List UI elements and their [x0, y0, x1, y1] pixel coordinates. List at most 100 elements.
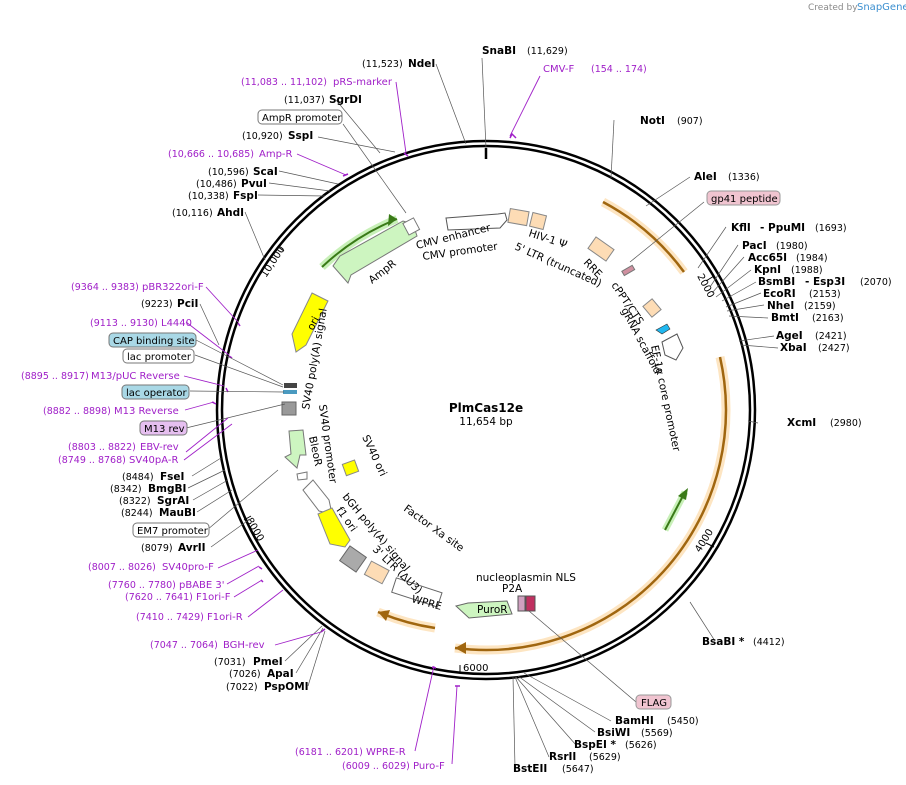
- feature-bgh: [338, 545, 368, 573]
- enzyme-bmti: BmtI: [771, 312, 799, 324]
- primer-l4440-pos: (9113 .. 9130): [90, 318, 158, 329]
- enzyme-bsteii-pos: (5647): [562, 764, 594, 775]
- enzyme-scai-pos: (10,596): [208, 167, 249, 178]
- feature-sv40-ori: [341, 459, 360, 477]
- enzyme-acc65i: Acc65I: [748, 252, 787, 264]
- enzyme-agei: AgeI: [776, 330, 803, 342]
- feature-label-puror: PuroR: [477, 604, 508, 616]
- primer-pbr322ori-f-pos: (9364 .. 9383): [71, 282, 139, 293]
- boxed-lac-operator: lac operator: [121, 384, 190, 400]
- enzyme-pmei: PmeI: [253, 656, 283, 668]
- enzyme-sgrdi: SgrDI: [329, 94, 362, 106]
- primer-m13puc-pos: (8895 .. 8917): [21, 371, 89, 382]
- enzyme-avrii-pos: (8079): [141, 543, 173, 554]
- feature-3ltr: [363, 560, 390, 585]
- enzyme-connectors: [187, 57, 779, 768]
- enzyme-nhei-pos: (2159): [804, 301, 836, 312]
- enzyme-fsei-pos: (8484): [122, 472, 154, 483]
- feature-label-sv40-ori: SV40 ori: [359, 433, 389, 478]
- primer-bgh-rev-pos: (7047 .. 7064): [150, 640, 218, 651]
- enzyme-kpni-pos: (1988): [791, 265, 823, 276]
- feature-label-p2a: P2A: [502, 583, 523, 595]
- primer-pbabe-pos: (7760 .. 7780): [108, 580, 176, 591]
- enzyme-bmgbi-pos: (8342): [110, 484, 142, 495]
- primer-prs-marker-pos: (11,083 .. 11,102): [241, 77, 327, 88]
- enzyme-alei: AleI: [694, 171, 717, 183]
- enzyme-sspi-pos: (10,920): [242, 131, 283, 142]
- boxed-m13rev-label: M13 rev: [144, 424, 185, 435]
- feature-label-factor-xa: Factor Xa site: [401, 503, 466, 555]
- enzyme-bmti-pos: (2163): [812, 313, 844, 324]
- feature-hiv-psi: [507, 207, 530, 227]
- boxed-cap-label: CAP binding site: [113, 336, 195, 347]
- enzyme-scai: ScaI: [253, 166, 278, 178]
- feature-rre: [587, 236, 615, 262]
- feature-f1-ori-outline: [302, 479, 333, 515]
- enzyme-fspi-pos: (10,338): [188, 191, 229, 202]
- enzyme-ppumi-pos: (1693): [815, 223, 847, 234]
- enzyme-sgrai: SgrAI: [157, 495, 189, 507]
- enzyme-paci: PacI: [742, 240, 767, 252]
- enzyme-bsiwi: BsiWI: [597, 727, 630, 739]
- enzyme-pvui: PvuI: [241, 178, 267, 190]
- green-orf-arrow: [661, 488, 689, 532]
- enzyme-pvui-pos: (10,486): [196, 179, 237, 190]
- enzyme-sspi: SspI: [288, 130, 313, 142]
- primer-f1ori-f-pos: (7620 .. 7641): [125, 592, 193, 603]
- primer-f1ori-r-pos: (7410 .. 7429): [136, 612, 204, 623]
- enzyme-apai-pos: (7026): [229, 669, 261, 680]
- enzyme-ecori: EcoRI: [763, 288, 796, 300]
- feature-bleor: [284, 429, 307, 469]
- boxed-m13rev: M13 rev: [139, 420, 188, 436]
- primer-cmv-f-pos: (154 .. 174): [591, 64, 647, 75]
- primer-sv40pa-r-pos: (8749 .. 8768): [58, 455, 126, 466]
- enzyme-xbai-pos: (2427): [818, 343, 850, 354]
- boxed-lac-promoter-label: lac promoter: [127, 352, 192, 363]
- enzyme-ecori-pos: (2153): [809, 289, 841, 300]
- primer-sv40pro-f: SV40pro-F: [162, 562, 214, 573]
- enzyme-paci-pos: (1980): [776, 241, 808, 252]
- feature-label-ori: ori: [305, 315, 322, 333]
- enzyme-fspi: FspI: [233, 190, 258, 202]
- feature-label-nls: nucleoplasmin NLS: [476, 572, 576, 584]
- boxed-gp41: gp41 peptide: [706, 190, 781, 206]
- enzyme-pspomi: PspOMI: [264, 681, 309, 693]
- plasmid-name: PlmCas12e: [449, 401, 523, 415]
- feature-grna-scaffold: [655, 323, 671, 335]
- boxed-ampr-promoter: AmpR promoter: [257, 109, 343, 125]
- enzyme-nhei: NheI: [767, 300, 794, 312]
- primer-bgh-rev: BGH-rev: [223, 640, 265, 651]
- enzyme-maubi: MauBI: [159, 507, 196, 519]
- plasmid-size: 11,654 bp: [459, 416, 513, 428]
- feature-nls: [525, 595, 536, 612]
- feature-cppt: [621, 264, 636, 277]
- tick-6000: 6000: [463, 663, 488, 674]
- enzyme-bsiwi-pos: (5569): [641, 728, 673, 739]
- feature-sv40-region: [281, 383, 297, 416]
- boxed-lac-promoter: lac promoter: [122, 348, 195, 364]
- primer-pbabe: pBABE 3': [179, 580, 225, 591]
- enzyme-esp3i: - Esp3I: [805, 276, 845, 288]
- enzyme-snabi: SnaBI: [482, 45, 516, 57]
- enzyme-fsei: FseI: [160, 471, 184, 483]
- enzyme-pmei-pos: (7031): [214, 657, 246, 668]
- enzyme-bamhi-pos: (5450): [667, 716, 699, 727]
- primer-ebv-rev: EBV-rev: [140, 442, 179, 453]
- feature-ori: [291, 292, 329, 353]
- credit-prefix: Created by: [808, 3, 858, 13]
- tick-10000: 10,000: [259, 244, 287, 279]
- enzyme-rsrii: RsrII: [549, 751, 576, 763]
- primer-prs-marker: pRS-marker: [333, 77, 393, 88]
- feature-cmv: [445, 212, 508, 231]
- credit-brand: SnapGene: [857, 2, 906, 13]
- primer-pbr322ori-f: pBR322ori-F: [142, 282, 204, 293]
- primer-puro-f-pos: (6009 .. 6029): [342, 761, 410, 772]
- enzyme-ppumi: - PpuMI: [760, 222, 805, 234]
- primer-m13puc: M13/pUC Reverse: [91, 371, 180, 382]
- green-arc-left: [319, 214, 399, 270]
- enzyme-xcmi: XcmI: [787, 417, 816, 429]
- enzyme-bspei-pos: (5626): [625, 740, 657, 751]
- enzyme-pcii: PciI: [177, 298, 198, 310]
- primer-m13rev-pos: (8882 .. 8898): [43, 406, 111, 417]
- primer-cmv-f: CMV-F: [543, 64, 574, 75]
